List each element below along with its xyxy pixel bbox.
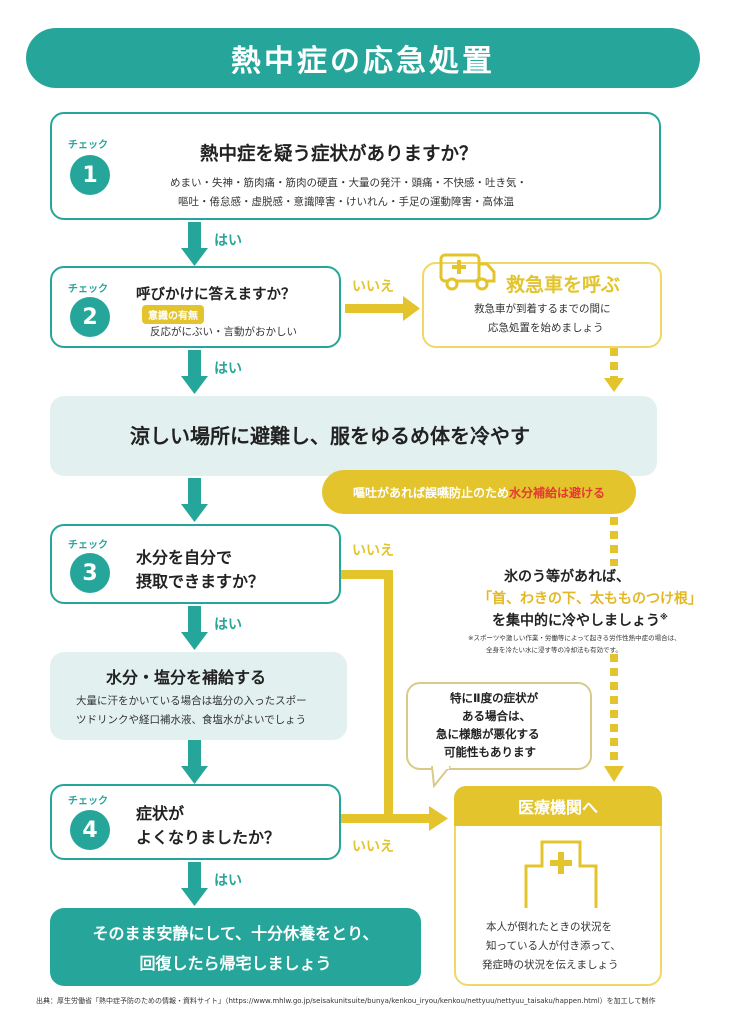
hydrate-card (50, 652, 347, 740)
check1-question: 熱中症を疑う症状がありますか？ (200, 144, 478, 165)
warning-line4: 可能性もあります (444, 745, 536, 759)
vomit-note: 嘔吐があれば誤嚥防止のため水分補給は避ける (322, 470, 636, 514)
ambulance-line2: 応急処置を始めましょう (488, 322, 604, 334)
hospital-line1: 本人が倒れたときの状況を (486, 921, 612, 933)
hydrate-line2: ツドリンクや経口補水液、食塩水がよいでしょう (76, 714, 307, 726)
check2-question: 呼びかけに答えますか？ (136, 287, 296, 303)
ambulance-icon (439, 253, 496, 291)
ambulance-title: 救急車を呼ぶ (506, 274, 621, 296)
consciousness-badge: 意識の有無 (142, 305, 204, 324)
check4-question-line1: 症状が (136, 804, 185, 823)
vomit-note-highlight: 水分補給は避ける (509, 485, 606, 500)
ice-line3: を集中的に冷やしましょう (492, 613, 660, 629)
check1-symptoms-line2: 嘔吐・倦怠感・虚脱感・意識障害・けいれん・手足の運動障害・高体温 (178, 196, 514, 208)
check3-number: 3 (70, 553, 110, 593)
warning-bubble (406, 682, 592, 770)
yes-label: はい (214, 233, 242, 249)
ice-line2: 「首、わきの下、太もものつけ根」 (478, 591, 702, 607)
hydrate-title: 水分・塩分を補給する (106, 668, 267, 687)
check1-number: 1 (70, 155, 110, 195)
hospital-title: 医療機関へ (454, 786, 662, 826)
check3-question-line1: 水分を自分で (136, 548, 233, 567)
yes-label: はい (214, 873, 242, 889)
ambulance-line1: 救急車が到着するまでの間に (474, 303, 611, 315)
rest-line1: そのまま安静にして、十分休養をとり、 (92, 924, 379, 943)
check2-number: 2 (70, 297, 110, 337)
ice-footnote2: 全身を冷たい水に浸す等の冷却法も有効です。 (486, 646, 622, 654)
ice-footnote1: ※スポーツや激しい作業・労働等によって起きる労作性熱中症の場合は、 (468, 634, 681, 642)
ambulance-card (422, 262, 662, 348)
source-citation: 出典：厚生労働省「熱中症予防のための情報・資料サイト」（https://www.… (36, 997, 656, 1005)
warning-line1: 特にⅡ度の症状が (450, 691, 539, 705)
bubble-tail (430, 766, 452, 788)
ice-mark: ※ (660, 612, 668, 622)
check4-number: 4 (70, 810, 110, 850)
check2-note: 反応がにぶい・言動がおかしい (150, 326, 297, 338)
cool-down-card (50, 396, 657, 476)
check4-label: チェック (68, 796, 108, 807)
ice-line3-wrap: を集中的に冷やしましょう※ (492, 610, 668, 630)
cool-down-text: 涼しい場所に避難し、服をゆるめ体を冷やす (130, 424, 530, 448)
hospital-icon (524, 840, 598, 908)
vomit-note-prefix: 嘔吐があれば誤嚥防止のため (352, 485, 509, 500)
check4-question-line2: よくなりましたか？ (136, 828, 281, 847)
check3-label: チェック (68, 540, 108, 551)
no-label: いいえ (352, 279, 394, 295)
page-title: 熱中症の応急処置 (26, 28, 700, 88)
ice-line1: 氷のう等があれば、 (504, 569, 630, 585)
hydrate-line1: 大量に汗をかいている場合は塩分の入ったスポー (76, 695, 307, 707)
warning-line2: ある場合は、 (462, 709, 531, 723)
warning-line3: 急に様態が悪化する (436, 727, 540, 741)
check1-symptoms-line1: めまい・失神・筋肉痛・筋肉の硬直・大量の発汗・頭痛・不快感・吐き気・ (170, 177, 527, 189)
check2-label: チェック (68, 284, 108, 295)
check3-question-line2: 摂取できますか？ (136, 572, 265, 591)
no-label: いいえ (352, 839, 394, 855)
yes-label: はい (214, 617, 242, 633)
hospital-line2: 知っている人が付き添って、 (486, 940, 621, 952)
no-label: いいえ (352, 543, 394, 559)
rest-line2: 回復したら帰宅しましょう (139, 954, 332, 973)
rest-card (50, 908, 421, 986)
hospital-line3: 発症時の状況を伝えましょう (482, 959, 619, 971)
check1-card (50, 112, 661, 220)
yes-label: はい (214, 361, 242, 377)
check1-label: チェック (68, 140, 108, 151)
